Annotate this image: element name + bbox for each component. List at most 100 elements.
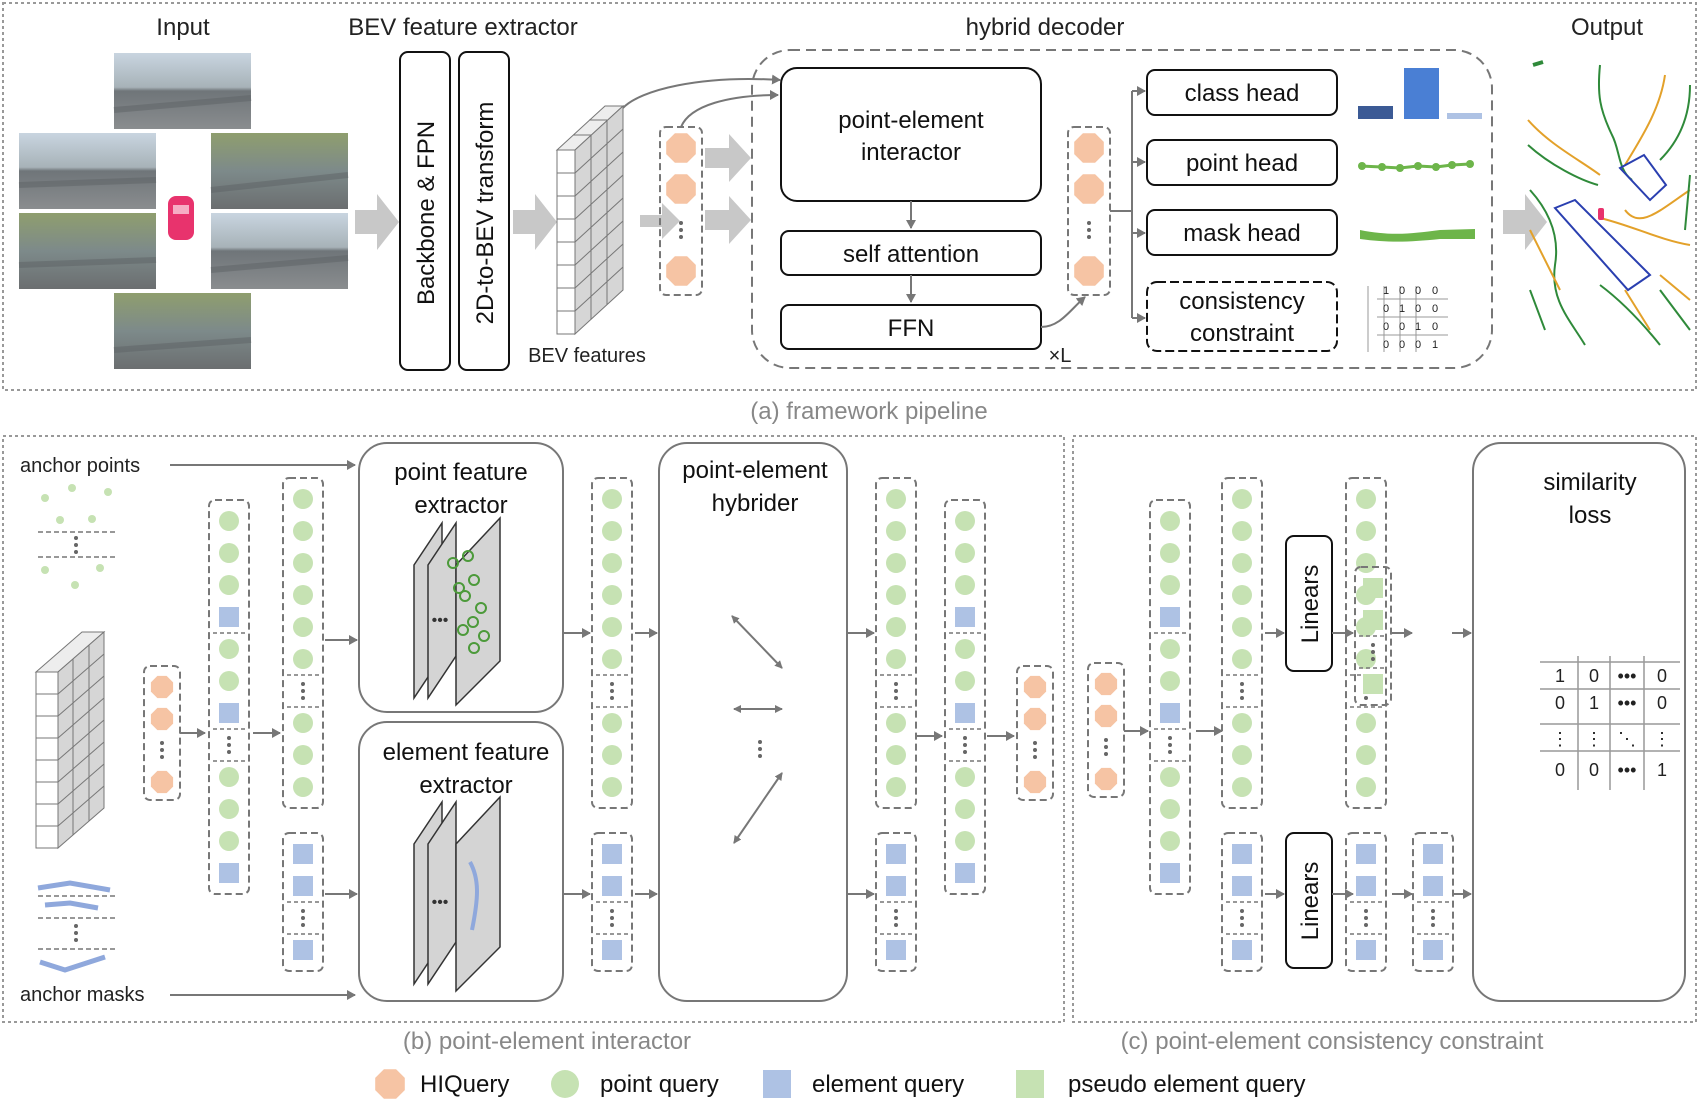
point-query-icon <box>886 777 906 797</box>
point-query-icon <box>955 671 975 691</box>
point-query-icon <box>219 767 239 787</box>
transform-box <box>458 51 510 371</box>
svg-text:⋮: ⋮ <box>1653 729 1671 749</box>
point-query-icon <box>1232 489 1252 509</box>
point-query-icon <box>955 831 975 851</box>
point-query-icon <box>886 617 906 637</box>
point-query-icon <box>1160 575 1180 595</box>
legend-label: HIQuery <box>420 1071 509 1098</box>
self-attention-label: self attention <box>843 241 979 268</box>
query-legend-icon <box>1016 1070 1044 1098</box>
svg-text:1: 1 <box>1657 760 1667 780</box>
mask-head-label: mask head <box>1183 220 1300 247</box>
element-query-icon <box>1232 844 1252 864</box>
svg-text:1: 1 <box>1589 693 1599 713</box>
point-query-icon <box>1160 639 1180 659</box>
point-query-icon <box>1356 521 1376 541</box>
pseudo-element-query-icon <box>1363 674 1383 694</box>
element-query-icon <box>1423 844 1443 864</box>
point-query-icon <box>886 489 906 509</box>
query-column <box>1412 832 1454 972</box>
arrow-query-to-decoder-2 <box>705 196 751 244</box>
element-query-icon <box>293 940 313 960</box>
element-query-icon <box>602 844 622 864</box>
interactor-box <box>780 67 1042 202</box>
point-query-icon <box>955 639 975 659</box>
point-query-icon <box>1232 617 1252 637</box>
element-query-icon <box>602 876 622 896</box>
connector-arrows <box>253 628 1472 899</box>
point-query-icon <box>602 489 622 509</box>
query-column <box>591 832 633 972</box>
element-query-icon <box>1356 876 1376 896</box>
point-query-icon <box>602 745 622 765</box>
svg-text:0: 0 <box>1415 303 1421 315</box>
query-column <box>1221 477 1263 809</box>
point-query-icon <box>602 649 622 669</box>
similarity-label-2: loss <box>1569 502 1612 529</box>
element-query-icon <box>602 940 622 960</box>
svg-text:1: 1 <box>1415 321 1421 333</box>
point-query-icon <box>293 745 313 765</box>
element-query-icon <box>955 607 975 627</box>
hybrider-box <box>658 442 848 1002</box>
point-query-icon <box>1356 489 1376 509</box>
query-column <box>875 832 917 972</box>
hiquery-icon <box>1094 704 1118 728</box>
point-head-box <box>1146 139 1338 186</box>
point-query-icon <box>602 617 622 637</box>
camera-front <box>114 53 251 129</box>
point-query-icon <box>955 511 975 531</box>
point-query-icon <box>1232 521 1252 541</box>
hiquery-legend-icon <box>375 1069 405 1099</box>
query-column <box>208 499 250 895</box>
svg-text:0: 0 <box>1657 666 1667 686</box>
element-query-icon <box>1160 703 1180 723</box>
element-query-icon <box>886 940 906 960</box>
class-head-label: class head <box>1185 80 1300 107</box>
svg-text:1: 1 <box>1432 339 1438 351</box>
camera-back <box>114 293 251 369</box>
point-query-icon <box>1356 553 1376 573</box>
element-query-icon <box>1423 876 1443 896</box>
hiquery-icon <box>1074 174 1104 204</box>
point-query-icon <box>886 745 906 765</box>
svg-text:0: 0 <box>1399 285 1405 297</box>
svg-text:1: 1 <box>1383 285 1389 297</box>
point-query-icon <box>293 649 313 669</box>
caption-b: (b) point-element interactor <box>403 1028 691 1055</box>
svg-text:0: 0 <box>1399 321 1405 333</box>
svg-text:•••: ••• <box>432 612 449 629</box>
element-query-icon <box>955 703 975 723</box>
point-extractor-label-1: point feature <box>394 459 527 486</box>
class-bars-icon <box>1358 68 1482 119</box>
output-title: Output <box>1571 14 1643 41</box>
interactor-label-2: interactor <box>861 139 961 166</box>
point-query-icon <box>886 649 906 669</box>
svg-text:0: 0 <box>1555 760 1565 780</box>
element-query-icon <box>886 876 906 896</box>
point-query-icon <box>293 521 313 541</box>
point-query-icon <box>1160 831 1180 851</box>
hiquery-icon <box>1074 133 1104 163</box>
element-query-icon <box>1423 940 1443 960</box>
element-query-icon <box>1356 844 1376 864</box>
point-query-icon <box>886 713 906 733</box>
svg-text:0: 0 <box>1415 339 1421 351</box>
linears-bottom-label: Linears <box>1297 862 1324 941</box>
query-stacks: ••• <box>208 477 1681 972</box>
arrow-to-bev <box>513 194 557 250</box>
point-query-icon <box>293 489 313 509</box>
svg-text:0: 0 <box>1555 693 1565 713</box>
similarity-label-1: similarity <box>1543 469 1636 496</box>
svg-text:•••: ••• <box>1618 693 1637 713</box>
point-query-icon <box>219 511 239 531</box>
point-query-icon <box>1356 649 1376 669</box>
hiquery-icon <box>1023 770 1047 794</box>
svg-text:0: 0 <box>1432 303 1438 315</box>
hybrid-decoder-title: hybrid decoder <box>966 14 1125 41</box>
point-query-icon <box>293 553 313 573</box>
camera-images <box>18 53 349 369</box>
